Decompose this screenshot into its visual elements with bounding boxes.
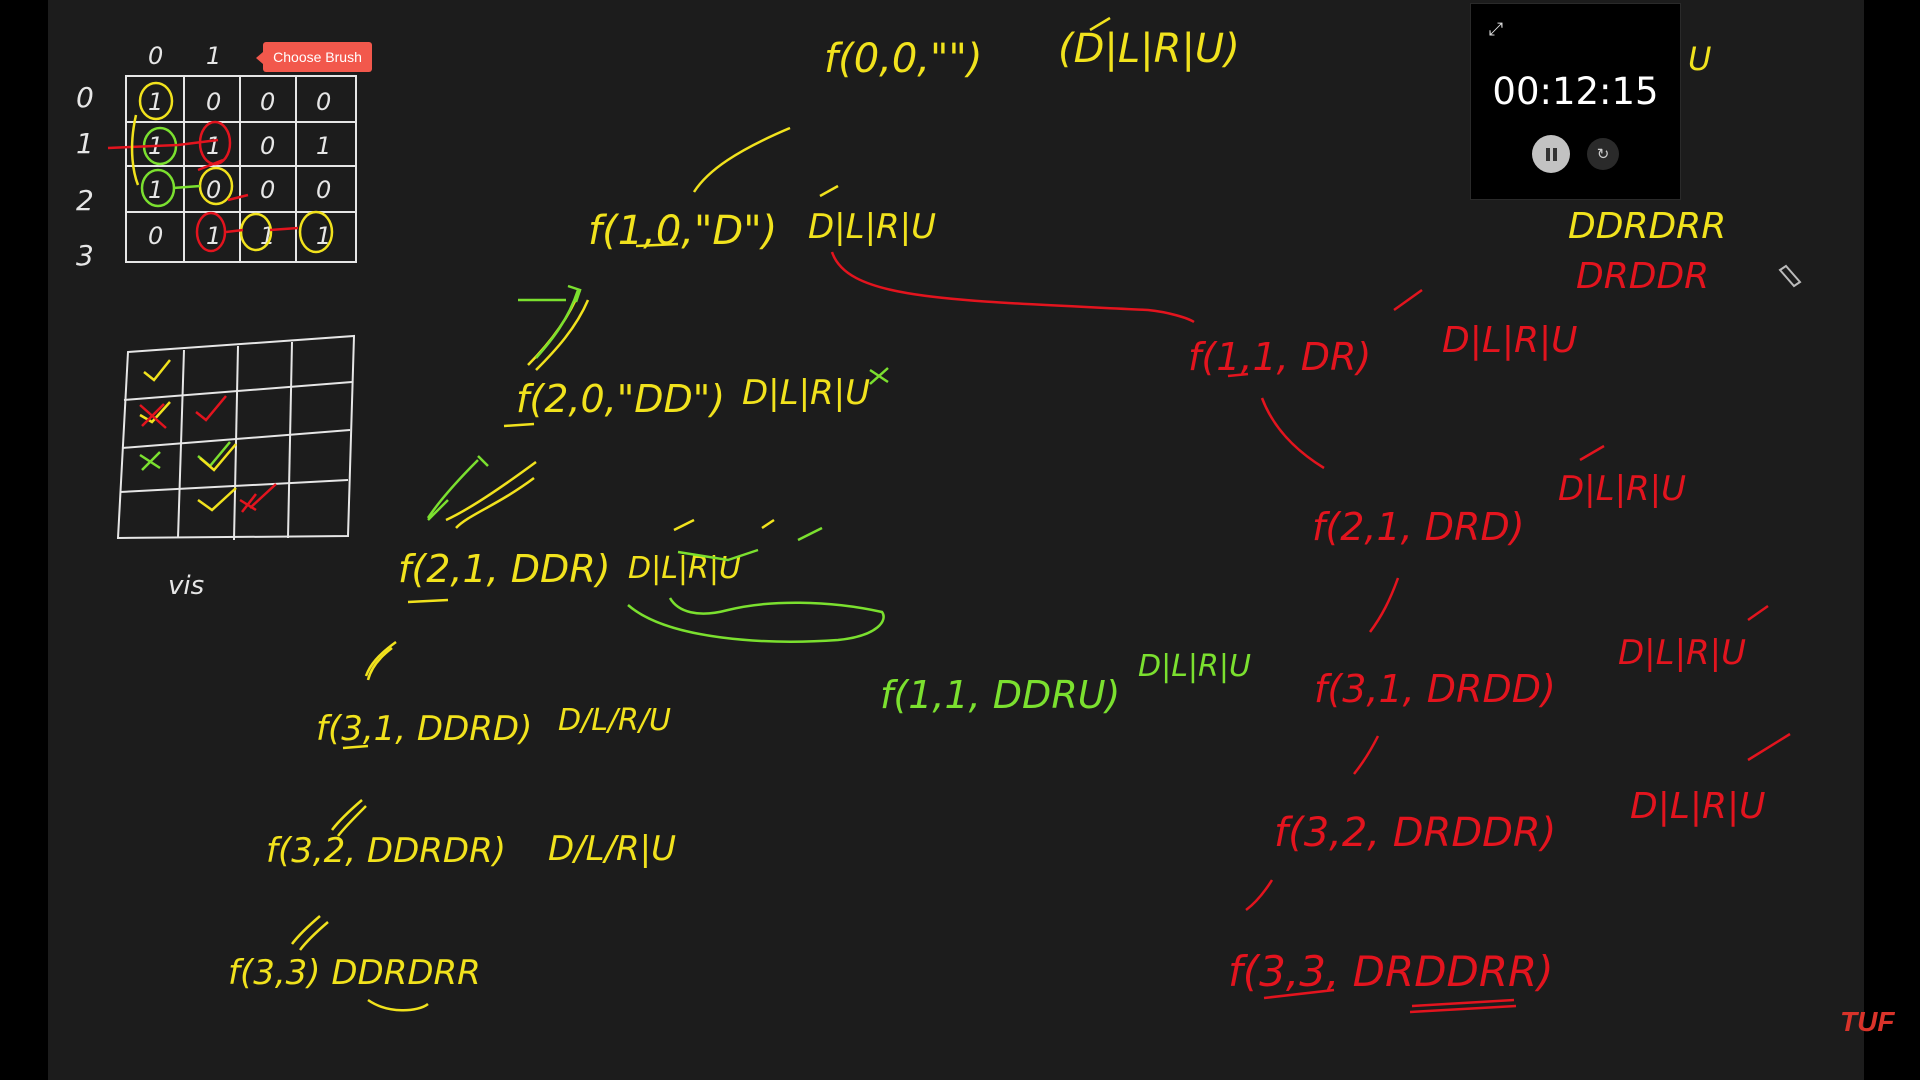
node-red-2: f(2,1, DRD) [1312, 505, 1525, 549]
green-arrows [426, 284, 885, 643]
pen-cursor-icon [1778, 264, 1802, 288]
node-red-3-dirs: D|L|R|U [1618, 633, 1746, 673]
grid-cell: 1 [206, 222, 221, 250]
reset-icon: ↻ [1596, 146, 1610, 163]
grid-cell: 1 [206, 132, 221, 160]
node-2-dirs: D|L|R|U [742, 373, 870, 413]
yellow-edges [291, 126, 791, 1012]
pause-icon [1545, 147, 1550, 161]
pause-button[interactable] [1532, 135, 1570, 173]
node-red-4-dirs: D|L|R|U [1630, 786, 1766, 827]
node-red-1-dirs: D|L|R|U [1442, 320, 1578, 361]
choose-brush-button[interactable]: Choose Brush [256, 42, 372, 72]
node-root: f(0,0,"") [824, 36, 982, 82]
grid-cell: 1 [148, 88, 163, 116]
grid-cell: 0 [206, 176, 221, 204]
visited-grid [116, 334, 356, 541]
pause-icon [1552, 147, 1557, 161]
grid-cell: 0 [206, 88, 221, 116]
grid-cell: 0 [260, 176, 275, 204]
grid-cell: 0 [148, 222, 163, 250]
expand-icon[interactable]: ⤢ [1488, 18, 1504, 39]
vis-label: vis [168, 571, 204, 601]
grid-cell: 0 [260, 132, 275, 160]
grid-cell: 0 [260, 88, 275, 116]
node-1-dirs: D|L|R|U [808, 207, 936, 247]
node-6: f(3,3) DDRDRR [228, 953, 481, 993]
node-red-1: f(1,1, DR) [1188, 335, 1371, 379]
node-red-3: f(3,1, DRDD) [1314, 667, 1556, 711]
node-red-4: f(3,2, DRDDR) [1274, 810, 1556, 856]
answer-2: DRDDR [1576, 256, 1709, 297]
node-5-dirs: D/L/R|U [548, 829, 676, 869]
row-header-1: 1 [76, 127, 94, 160]
grid-cell: 1 [316, 132, 331, 160]
answer-1: DDRDRR [1568, 206, 1726, 247]
row-header-3: 3 [76, 239, 94, 272]
col-header-0: 0 [148, 42, 163, 70]
grid-cell: 1 [148, 176, 163, 204]
grid-cell: 1 [316, 222, 331, 250]
node-4: f(3,1, DDRD) [316, 709, 532, 749]
row-header-0: 0 [76, 81, 94, 114]
grid-cell: 1 [260, 222, 275, 250]
node-5: f(3,2, DDRDR) [266, 831, 506, 871]
grid-cell: 0 [316, 88, 331, 116]
node-1: f(1,0,"D") [588, 208, 777, 254]
stray-u: U [1688, 40, 1711, 78]
row-header-2: 2 [76, 184, 94, 217]
node-red-5: f(3,3, DRDDRR) [1228, 947, 1554, 996]
node-green-1-dirs: D|L|R|U [1138, 649, 1251, 684]
tick-marks [673, 16, 1791, 762]
path-annotations [107, 81, 334, 254]
node-2: f(2,0,"DD") [516, 377, 725, 421]
node-root-dirs: (D|L|R|U) [1058, 26, 1240, 72]
node-green-1: f(1,1, DDRU) [880, 673, 1120, 717]
timer-display: 00:12:15 [1492, 70, 1659, 113]
visited-marks [139, 359, 277, 513]
drawing-layer: 0 1 0 1 2 3 1 0 0 0 1 1 0 1 1 0 0 0 0 1 … [76, 16, 1802, 1014]
col-header-1: 1 [206, 42, 221, 70]
timer-widget: ⤢ 00:12:15 ↻ [1470, 3, 1681, 200]
node-3-dirs: D|L|R|U [628, 551, 741, 586]
grid-cell: 0 [316, 176, 331, 204]
node-red-2-dirs: D|L|R|U [1558, 469, 1686, 509]
tuf-logo: TUF [1840, 1006, 1895, 1037]
red-edges [830, 251, 1517, 1014]
node-4-dirs: D/L/R/U [558, 703, 671, 738]
node-3: f(2,1, DDR) [398, 547, 611, 591]
reset-button[interactable]: ↻ [1587, 138, 1619, 170]
